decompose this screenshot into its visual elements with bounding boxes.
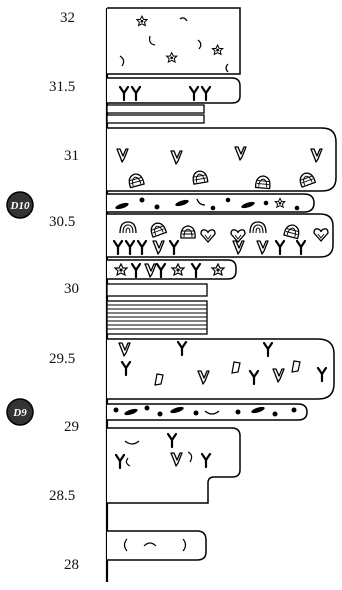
bed-conglomerate-upper [107,194,314,212]
depth-tick: 30.5 [49,214,75,230]
depth-tick: 31.5 [49,79,75,95]
depth-tick: 29.5 [49,351,75,367]
bed-thin-upper [107,105,204,123]
bed-rooted-lower [107,339,334,399]
depth-tick: 28.5 [49,488,75,504]
sample-marker-d9-label: D9 [12,407,27,419]
bed-flowers-roots [107,260,236,279]
bed-conglomerate-lower [107,404,307,420]
depth-tick: 29 [64,419,79,435]
bed-blank [107,284,207,296]
depth-tick: 28 [64,557,79,573]
bed-rooted-stepped [107,428,240,503]
sample-marker-d10: D10 [7,192,33,218]
depth-tick: 30 [64,281,79,297]
depth-tick: 31 [64,148,79,164]
sample-marker-d10-label: D10 [10,200,30,212]
bed-shells-roots [107,214,333,257]
sample-marker-d9: D9 [7,399,33,425]
bed-laminated [107,301,207,334]
depth-axis: 32 31.5 31 30.5 30 29.5 29 28.5 28 [49,10,79,573]
bed-flowers-shell-fragments [107,8,240,74]
bed-rooted-shells [107,128,336,191]
bed-shell-fragments-lower [107,531,206,560]
depth-tick: 32 [60,10,75,26]
bed-rooted-upper [107,78,240,103]
